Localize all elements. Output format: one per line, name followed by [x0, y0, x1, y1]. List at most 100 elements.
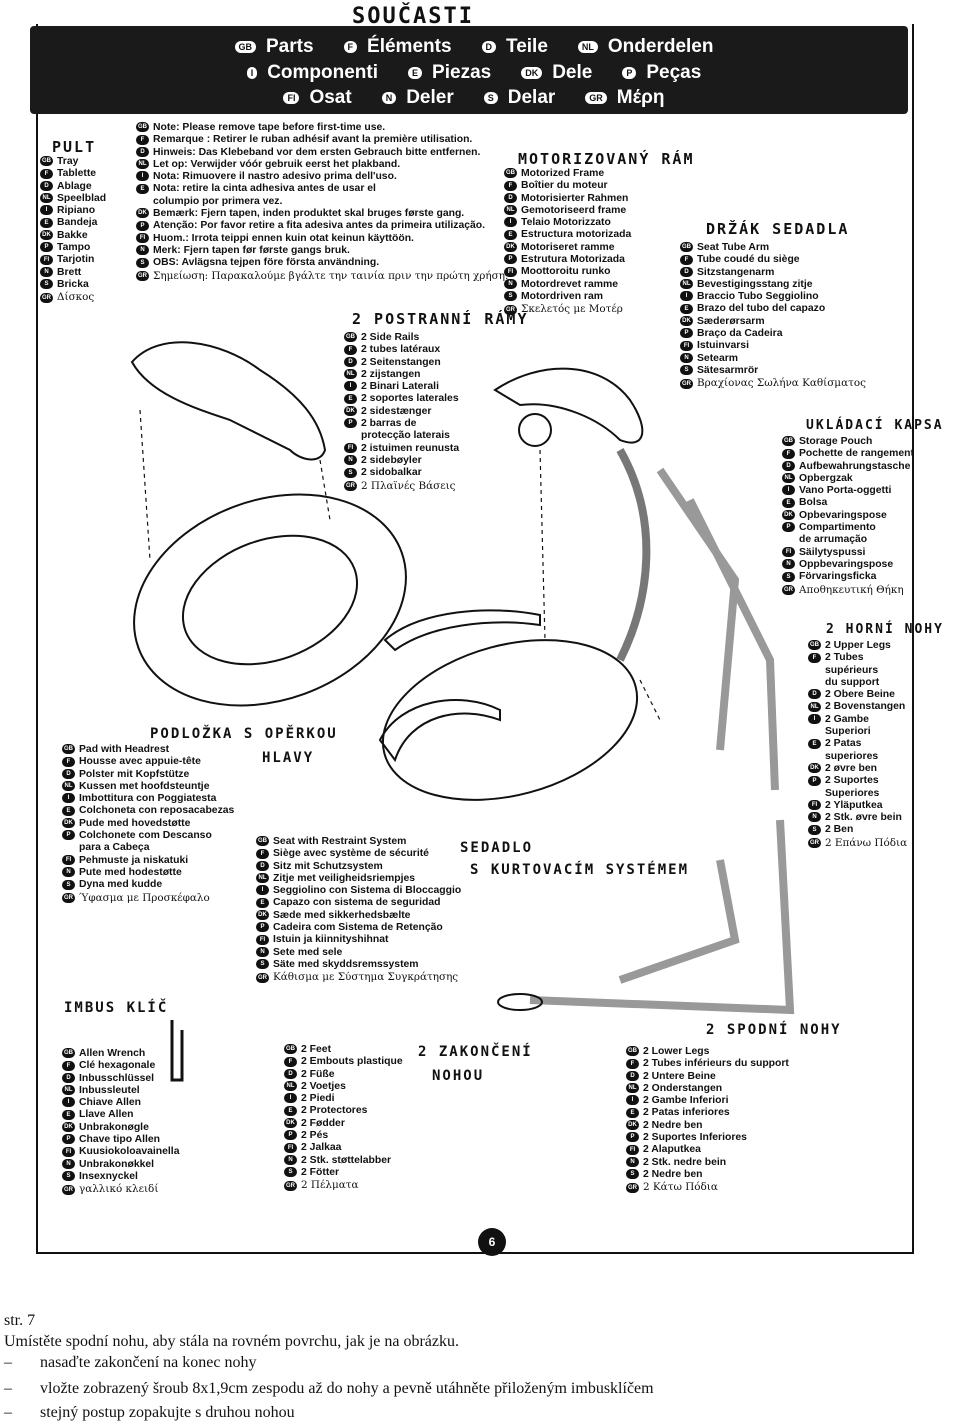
foot-drawing	[497, 993, 543, 1011]
list-item-text: 2 Επάνω Πόδια	[825, 836, 908, 849]
list-item-text: superiores	[825, 750, 879, 762]
country-code-icon: FI	[504, 266, 517, 277]
country-code-icon: NL	[136, 159, 149, 170]
list-item-text: Inbussleutel	[79, 1084, 140, 1096]
list-item-text: 2 Gambe	[825, 713, 869, 725]
banner-item-text: Teile	[506, 36, 548, 57]
list-item-text: Tampo	[57, 242, 91, 254]
country-code-icon: FI	[62, 854, 75, 865]
country-code-icon: NL	[782, 473, 795, 484]
list-item: NL 2 Onderstangen	[626, 1083, 789, 1095]
list-item-text: Kuusiokoloavainella	[79, 1146, 180, 1158]
list-item-text: Vano Porta-oggetti	[799, 485, 892, 497]
country-code-icon: DK	[626, 1120, 639, 1131]
list-item: Superiores	[808, 788, 907, 800]
list-item-text: Storage Pouch	[799, 436, 873, 447]
lower-leg-drawing-2	[618, 859, 740, 984]
list-item-text: Ύφασμα με Προσκέφαλο	[79, 891, 210, 904]
footer-bullet-2: – vložte zobrazený šroub 8x1,9cm zespodu…	[4, 1378, 654, 1399]
list-item-text: Superiores	[825, 787, 880, 799]
list-item-text: 2 Ben	[825, 824, 854, 836]
country-code-icon: GB	[62, 744, 75, 755]
country-code-icon: F	[504, 180, 517, 191]
label-allen: IMBUS KLÍČ	[64, 1000, 169, 1016]
country-code-icon: P	[680, 328, 693, 339]
list-item-text: 2 Protectores	[301, 1105, 368, 1117]
label-motor-frame: MOTORIZOVANÝ RÁM	[518, 150, 695, 168]
banner-item-text: Deler	[406, 87, 454, 108]
list-item-text: 2 zijstangen	[361, 368, 421, 380]
page-number-badge: 6	[478, 1228, 506, 1256]
country-code-icon: D	[680, 266, 693, 277]
list-item-text: Tube coudé du siège	[697, 254, 800, 266]
country-code-icon: I	[284, 1093, 297, 1104]
country-code-icon: I	[256, 885, 269, 896]
list-item-text: 2 Onderstangen	[643, 1082, 723, 1094]
country-code-icon: F	[62, 756, 75, 767]
country-code-icon: NL	[626, 1083, 639, 1094]
country-code-icon: E	[62, 1109, 75, 1120]
banner-item-text: Osat	[309, 87, 352, 108]
list-item-text: Gemotoriseerd frame	[521, 204, 627, 216]
list-item-text: de arrumação	[799, 534, 868, 546]
country-code-icon: FI	[626, 1144, 639, 1155]
list-item-text: Moottoroitu runko	[521, 266, 611, 278]
country-code-icon: GB	[504, 168, 517, 179]
country-code-icon: S	[344, 467, 357, 478]
list-item-text: 2 Κάτω Πόδια	[643, 1181, 718, 1194]
list-item-text: Sæderørsarm	[697, 315, 765, 327]
country-code-icon: D	[256, 860, 269, 871]
side-rail-drawing-2	[383, 609, 541, 652]
list-item-text: 2 Side Rails	[361, 332, 420, 343]
list-item-text: Inbusschlüssel	[79, 1072, 155, 1084]
list-item-text: Ripiano	[57, 205, 96, 217]
list-item-text: para a Cabeça	[79, 842, 150, 854]
list-item-text: 2 Stk. støttelabber	[301, 1154, 392, 1166]
country-code-icon: NL	[680, 279, 693, 290]
list-item-text: Housse avec appuie-tête	[79, 756, 201, 768]
list-item-text: OBS: Avlägsna tejpen före första användn…	[153, 257, 380, 269]
list-item-text: 2 Yläputkea	[825, 799, 883, 811]
country-code-badge: E	[408, 66, 423, 79]
country-code-icon: E	[40, 217, 53, 228]
list-item-text: 2 Fødder	[301, 1117, 345, 1129]
list-item-text: Pude med hovedstøtte	[79, 817, 191, 829]
country-code-icon: N	[504, 278, 517, 289]
country-code-badge: I	[246, 66, 258, 79]
list-item-text: 2 Nedre ben	[643, 1119, 703, 1131]
list-item-text: Setearm	[697, 352, 739, 364]
country-code-icon: D	[344, 356, 357, 367]
list-item-text: Istuinvarsi	[697, 340, 749, 352]
country-code-icon: GB	[136, 122, 149, 133]
country-code-icon: P	[284, 1130, 297, 1141]
country-code-icon: GB	[782, 436, 795, 447]
country-code-icon: D	[626, 1070, 639, 1081]
country-code-icon: I	[136, 171, 149, 182]
